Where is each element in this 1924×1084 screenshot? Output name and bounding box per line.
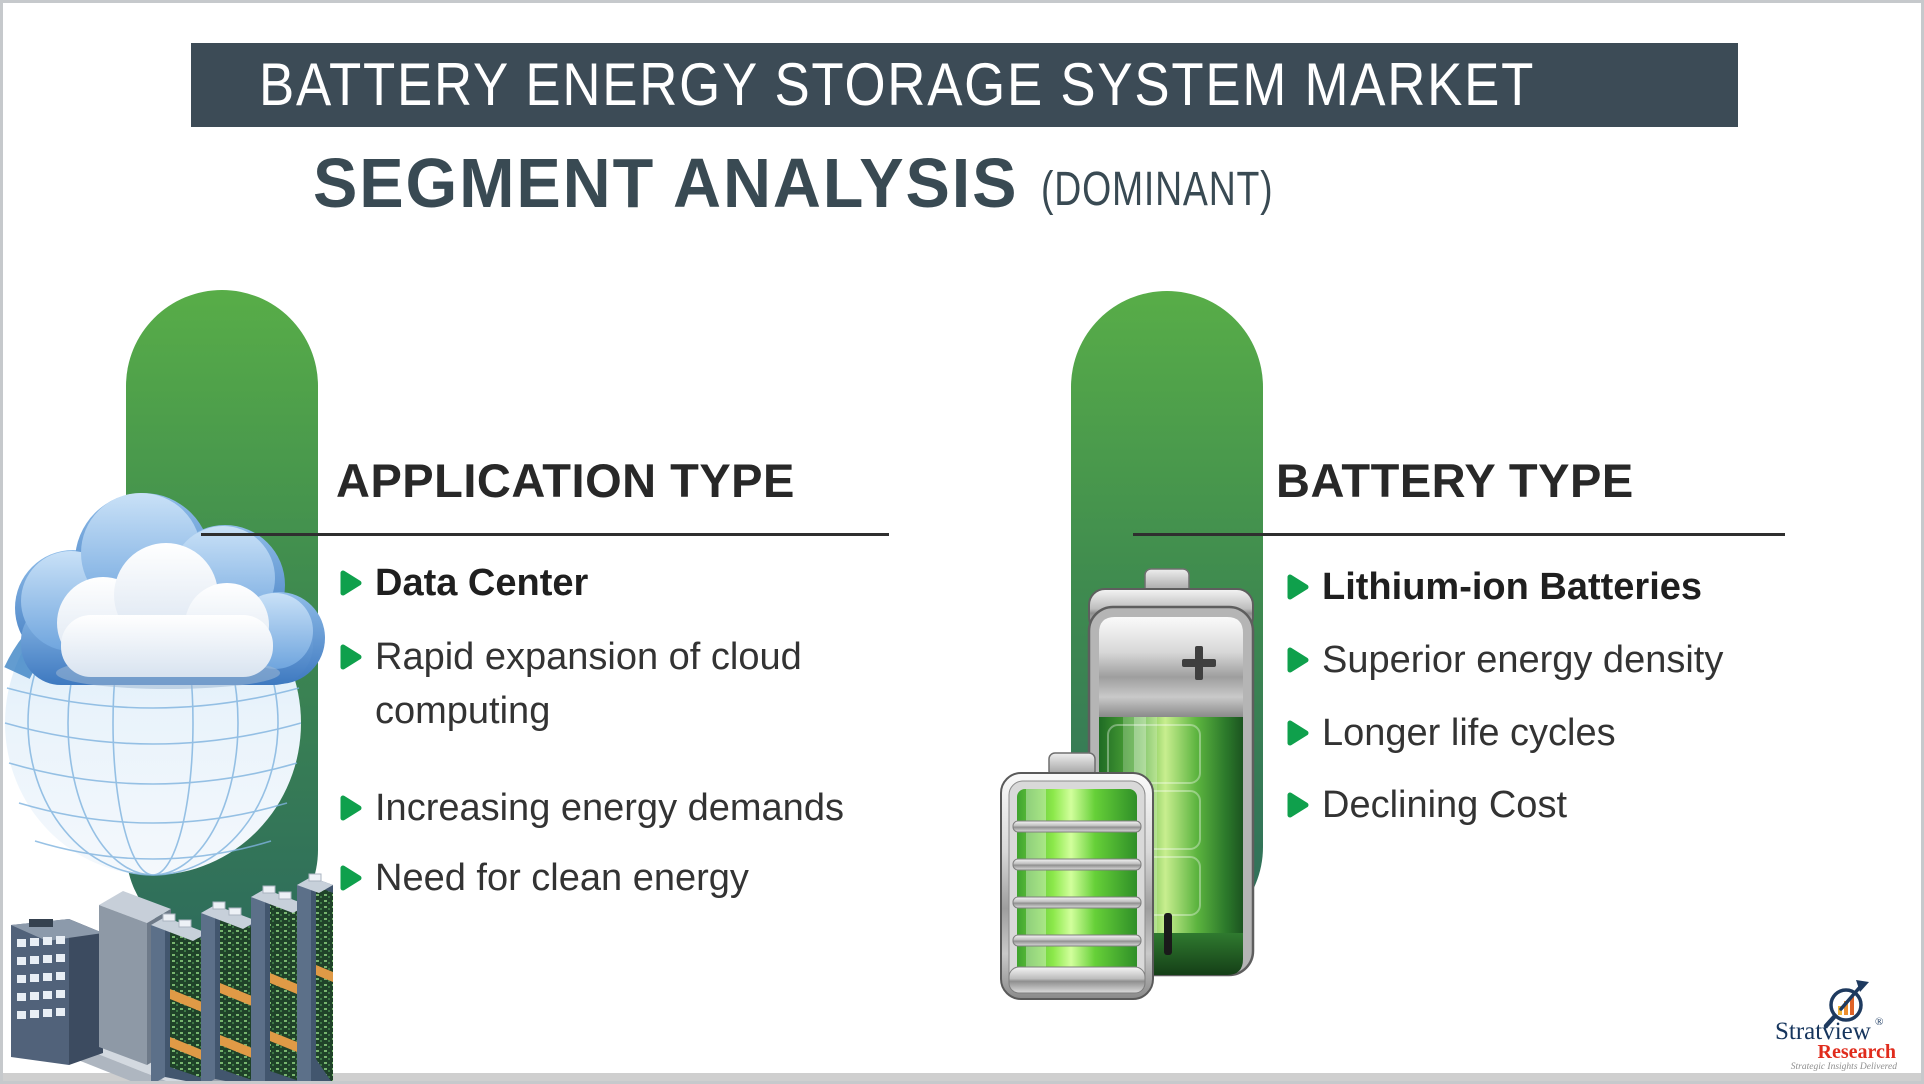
market-title: BATTERY ENERGY STORAGE SYSTEM MARKET: [259, 51, 1536, 118]
header-bar: BATTERY ENERGY STORAGE SYSTEM MARKET: [191, 43, 1738, 127]
list-item-clean-energy: Need for clean energy: [339, 851, 749, 905]
green-batteries-illustration: [1000, 568, 1255, 1000]
segment-analysis-title: SEGMENT ANALYSIS: [313, 144, 1019, 222]
battery-type-heading: BATTERY TYPE: [1276, 454, 1634, 507]
right-divider: [1133, 533, 1785, 536]
logo-secondary-text: Research: [1818, 1041, 1897, 1063]
list-item-cloud-expansion: Rapid expansion of cloud computing: [339, 630, 939, 738]
list-item-life-cycles: Longer life cycles: [1286, 706, 1616, 760]
list-item-energy-density: Superior energy density: [1286, 633, 1723, 687]
list-item-label: Need for clean energy: [375, 857, 749, 899]
list-item-label: Superior energy density: [1322, 639, 1724, 681]
list-item-label: Rapid expansion of cloud computing: [375, 636, 802, 732]
triangle-right-icon: [1287, 792, 1309, 818]
logo-tagline: Strategic Insights Delivered: [1791, 1062, 1897, 1072]
magnifier-growth-chart-icon: [1823, 980, 1869, 1029]
stratview-research-logo: Stratview ® Research Strategic Insights …: [1775, 980, 1897, 1072]
list-item-label: Increasing energy demands: [375, 787, 844, 829]
list-item-label: Data Center: [375, 562, 589, 604]
logo-brand-text: Stratview: [1775, 1018, 1871, 1045]
bottom-border-strip: [3, 1073, 1921, 1081]
triangle-right-icon: [1287, 647, 1309, 673]
list-item-label: Lithium-ion Batteries: [1322, 566, 1703, 608]
triangle-right-icon: [340, 865, 362, 891]
triangle-right-icon: [340, 795, 362, 821]
triangle-right-icon: [340, 570, 362, 596]
server-racks: [151, 873, 333, 1081]
list-item-energy-demands: Increasing energy demands: [339, 781, 844, 835]
list-item-lithium-ion: Lithium-ion Batteries: [1286, 560, 1702, 614]
left-divider: [201, 533, 889, 536]
triangle-right-icon: [1287, 720, 1309, 746]
triangle-right-icon: [1287, 574, 1309, 600]
list-item-label: Declining Cost: [1322, 784, 1567, 826]
cloud-data-center-illustration: [4, 493, 333, 1081]
charge-level-battery-icon: [1000, 752, 1154, 1000]
list-item-data-center: Data Center: [339, 556, 588, 610]
registered-mark: ®: [1875, 1016, 1883, 1028]
building-icon: [11, 919, 103, 1065]
application-type-heading: APPLICATION TYPE: [336, 454, 795, 507]
cloud-icon: [15, 493, 325, 689]
dominant-qualifier: (DOMINANT): [1041, 163, 1274, 216]
triangle-right-icon: [340, 644, 362, 670]
list-item-label: Longer life cycles: [1322, 712, 1616, 754]
list-item-declining-cost: Declining Cost: [1286, 778, 1567, 832]
